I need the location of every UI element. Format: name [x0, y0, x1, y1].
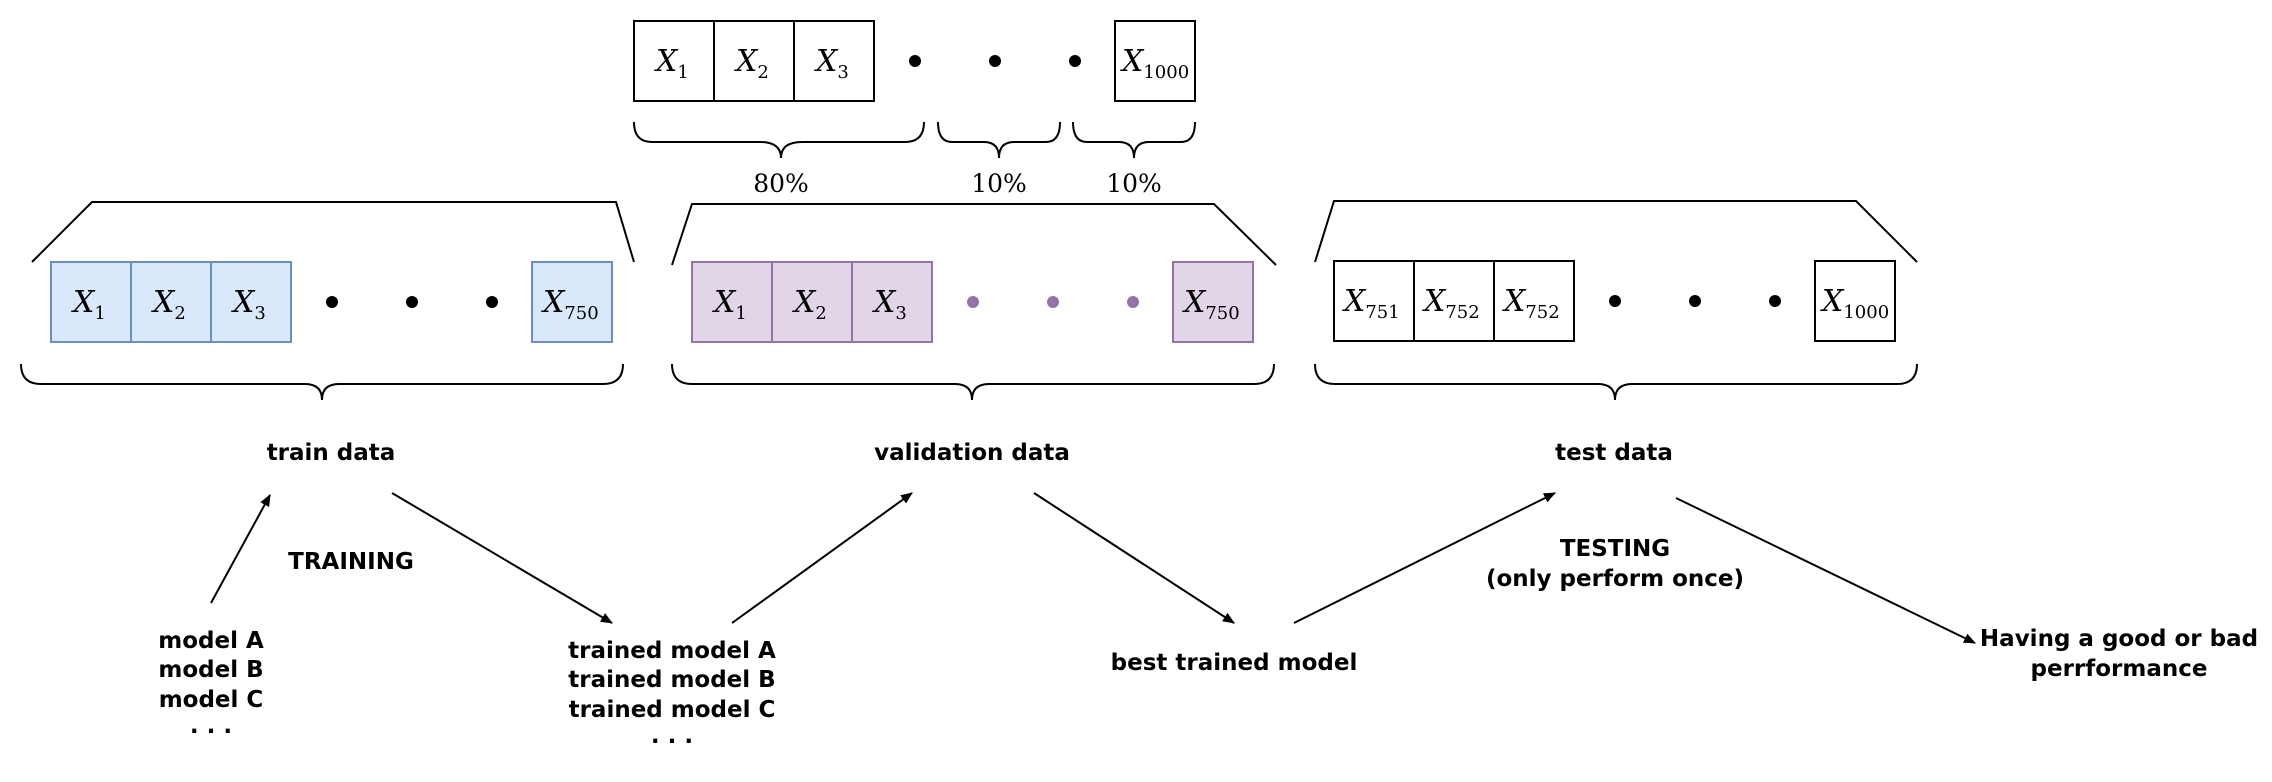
split-brace-10b	[1072, 121, 1196, 159]
ellipsis-dot	[1047, 296, 1059, 308]
best-model-label: best trained model	[1111, 650, 1358, 676]
val-cell-last: X750	[1172, 261, 1254, 343]
full-dataset-row: X1 X2 X3 X1000 80% 10% 10%	[633, 20, 1196, 198]
test-cell-2: X752	[1413, 260, 1495, 342]
svg-text:X1000: X1000	[1820, 284, 1889, 323]
trained-model-item: trained model C	[569, 697, 776, 723]
validation-brace	[671, 363, 1275, 401]
val-cell-2: X2	[771, 261, 853, 343]
ellipsis-dot	[1609, 295, 1621, 307]
ellipsis-dot	[989, 55, 1001, 67]
ellipsis-dot	[1127, 296, 1139, 308]
train-cell-3: X3	[210, 261, 292, 343]
workflow: model A model B model C . . . TRAINING t…	[158, 492, 2258, 749]
ellipsis-dot	[326, 296, 338, 308]
svg-text:X2: X2	[734, 44, 769, 83]
train-block: X1 X2 X3 X750 train data	[20, 201, 635, 466]
arrow-trained-to-validation	[731, 492, 913, 624]
zoom-trapezoid	[1314, 200, 1918, 263]
trained-model-item: trained model B	[568, 667, 775, 693]
split-brace-10a	[937, 121, 1061, 159]
arrow-train-to-trained	[391, 492, 613, 624]
model-item: model B	[158, 657, 263, 683]
ellipsis-dot	[406, 296, 418, 308]
model-item: model C	[159, 687, 264, 713]
full-cell-1: X1	[633, 20, 715, 102]
svg-text:X1: X1	[654, 44, 689, 83]
arrow-models-to-train	[210, 494, 271, 604]
test-cell-3: X752	[1493, 260, 1575, 342]
test-data-label: test data	[1555, 440, 1673, 466]
trained-model-item: trained model A	[568, 638, 776, 664]
arrow-best-to-test	[1293, 492, 1556, 624]
result-label: perrformance	[2031, 656, 2208, 682]
test-brace	[1314, 363, 1918, 401]
ellipsis-dot	[909, 55, 921, 67]
ellipsis-dot	[1769, 295, 1781, 307]
test-cell-1: X751	[1333, 260, 1415, 342]
val-cell-1: X1	[691, 261, 773, 343]
testing-note: (only perform once)	[1486, 566, 1744, 592]
trained-model-ellipsis: . . .	[651, 723, 693, 749]
result-label: Having a good or bad	[1980, 626, 2258, 652]
ellipsis-dot	[1689, 295, 1701, 307]
svg-text:X2: X2	[151, 285, 186, 324]
svg-text:X1: X1	[712, 285, 747, 324]
model-ellipsis: . . .	[190, 713, 232, 739]
test-cell-last: X1000	[1814, 260, 1896, 342]
validation-data-label: validation data	[874, 440, 1070, 466]
svg-text:X2: X2	[792, 285, 827, 324]
arrow-test-to-result	[1675, 497, 1976, 644]
ellipsis-dot	[1069, 55, 1081, 67]
val-cell-3: X3	[851, 261, 933, 343]
svg-text:X1000: X1000	[1120, 44, 1189, 83]
split-label-80: 80%	[753, 169, 809, 198]
arrow-validation-to-best	[1033, 492, 1235, 624]
testing-label: TESTING	[1560, 536, 1670, 562]
svg-text:X1: X1	[71, 285, 106, 324]
test-block: X751 X752 X752 X1000 test data	[1314, 200, 1918, 466]
train-cell-1: X1	[50, 261, 132, 343]
trained-models-list: trained model A trained model B trained …	[568, 638, 776, 749]
split-label-10b: 10%	[1106, 169, 1162, 198]
zoom-trapezoid	[671, 203, 1277, 266]
full-cell-3: X3	[793, 20, 875, 102]
train-data-label: train data	[267, 440, 396, 466]
svg-text:X750: X750	[1182, 285, 1240, 324]
svg-text:X752: X752	[1422, 284, 1480, 323]
svg-text:X752: X752	[1502, 284, 1560, 323]
full-cell-last: X1000	[1114, 20, 1196, 102]
train-cell-2: X2	[130, 261, 212, 343]
svg-text:X3: X3	[872, 285, 907, 324]
ellipsis-dot	[486, 296, 498, 308]
training-label: TRAINING	[288, 549, 414, 575]
split-brace-80	[633, 121, 925, 159]
full-cell-2: X2	[713, 20, 795, 102]
ellipsis-dot	[967, 296, 979, 308]
svg-text:X3: X3	[231, 285, 266, 324]
validation-block: X1 X2 X3 X750 validation data	[671, 203, 1277, 466]
zoom-trapezoid	[31, 201, 635, 263]
train-cell-last: X750	[531, 261, 613, 343]
model-item: model A	[158, 628, 264, 654]
svg-text:X750: X750	[541, 285, 599, 324]
svg-text:X3: X3	[814, 44, 849, 83]
svg-text:X751: X751	[1342, 284, 1400, 323]
train-brace	[20, 363, 624, 401]
models-list: model A model B model C . . .	[158, 628, 264, 739]
split-label-10a: 10%	[971, 169, 1027, 198]
